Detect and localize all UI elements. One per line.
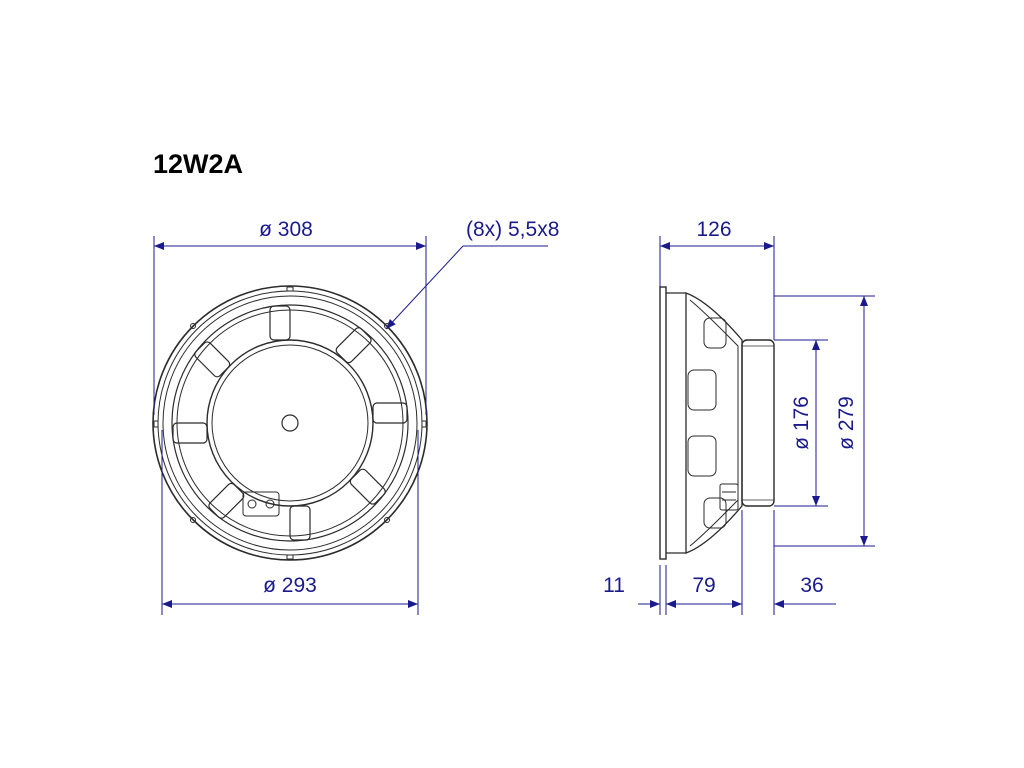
side-view (659, 286, 775, 560)
magnet-depth-label: 36 (800, 574, 823, 597)
magnet-body (741, 339, 775, 507)
basket-profile (685, 292, 743, 554)
front-dimensions (153, 236, 548, 615)
mounting-holes (153, 286, 427, 560)
model-title: 12W2A (153, 149, 244, 179)
mounting-flange (659, 286, 667, 560)
outer-rim (152, 285, 428, 561)
mounting-holes-label: (8x) 5,5x8 (466, 218, 559, 241)
frame-depth-label: 79 (692, 574, 715, 597)
basket-ring (171, 304, 409, 542)
total-depth-label: 126 (696, 218, 731, 241)
rear-mount-diameter-label: ø 279 (835, 396, 858, 450)
outer-diameter-label: ø 308 (259, 218, 313, 241)
cutout-diameter-label: ø 293 (263, 574, 317, 597)
front-view (152, 285, 428, 561)
terminal-block (242, 491, 280, 517)
side-dimensions (638, 236, 875, 615)
magnet-face (206, 339, 374, 507)
basket-windows (687, 317, 727, 529)
basket-spokes (172, 305, 408, 541)
flange-thickness-label: 11 (603, 574, 625, 597)
magnet-diameter-label: ø 176 (790, 396, 813, 450)
side-terminals (719, 483, 739, 511)
pole-vent (281, 414, 299, 432)
